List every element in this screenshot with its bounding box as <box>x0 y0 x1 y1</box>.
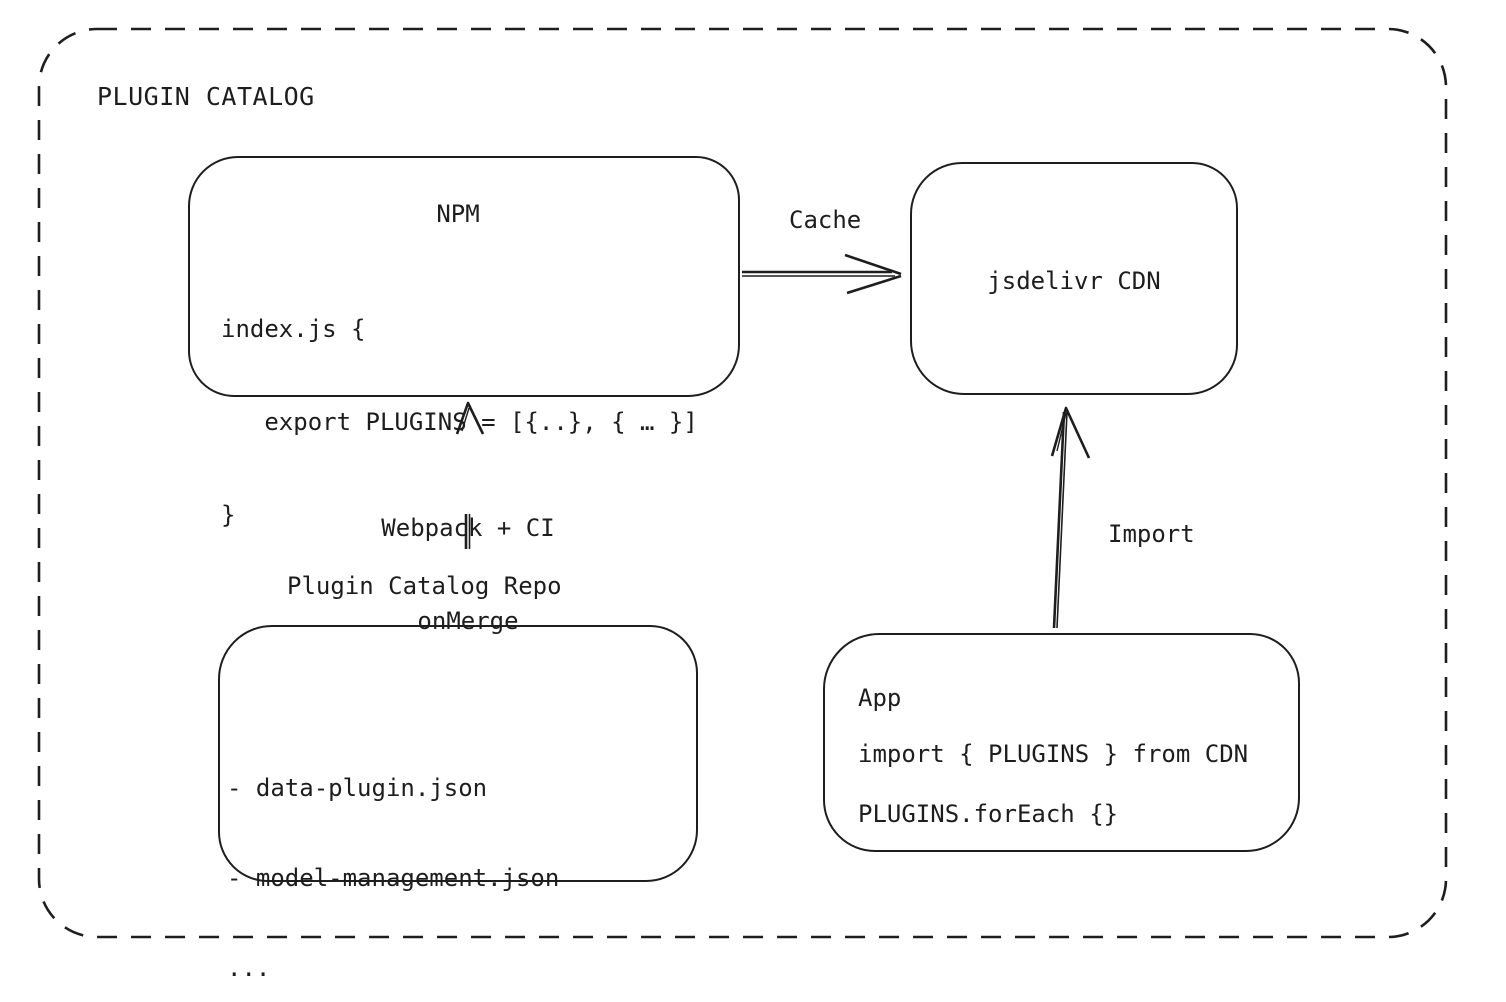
npm-code-block: index.js { export PLUGINS = [{..}, { … }… <box>221 252 698 593</box>
build-arrow-label-line1: Webpack + CI <box>381 514 555 542</box>
cache-arrow-label: Cache <box>789 206 862 234</box>
build-arrow-label: Webpack + CI onMerge <box>348 451 588 699</box>
npm-node-title: NPM <box>436 200 480 228</box>
npm-code-line: export PLUGINS = [{..}, { … }] <box>221 408 698 436</box>
npm-code-line: index.js { <box>221 315 366 343</box>
app-node-title: App <box>858 684 902 712</box>
repo-file-item: ... <box>227 954 271 982</box>
build-arrow-label-line2: onMerge <box>417 607 519 635</box>
cdn-node-label: jsdelivr CDN <box>987 267 1161 295</box>
import-arrow-label: Import <box>1108 520 1195 548</box>
app-code-line: PLUGINS.forEach {} <box>858 800 1119 828</box>
outer-dashed-frame <box>37 27 1448 939</box>
app-code-line: import { PLUGINS } from CDN <box>858 740 1249 768</box>
repo-file-item: - data-plugin.json <box>227 774 488 802</box>
repo-file-list: - data-plugin.json - model-management.js… <box>227 713 559 1002</box>
cdn-node <box>910 162 1238 395</box>
npm-node <box>188 156 740 397</box>
frame-title: PLUGIN CATALOG <box>97 82 315 111</box>
npm-code-line: } <box>221 501 236 529</box>
repo-node-title: Plugin Catalog Repo <box>287 572 562 600</box>
repo-file-item: - model-management.json <box>227 864 560 892</box>
import-arrow <box>1050 406 1091 629</box>
build-arrow <box>455 401 485 549</box>
repo-node <box>218 625 698 882</box>
cache-arrow <box>742 253 902 295</box>
app-node <box>823 633 1300 852</box>
